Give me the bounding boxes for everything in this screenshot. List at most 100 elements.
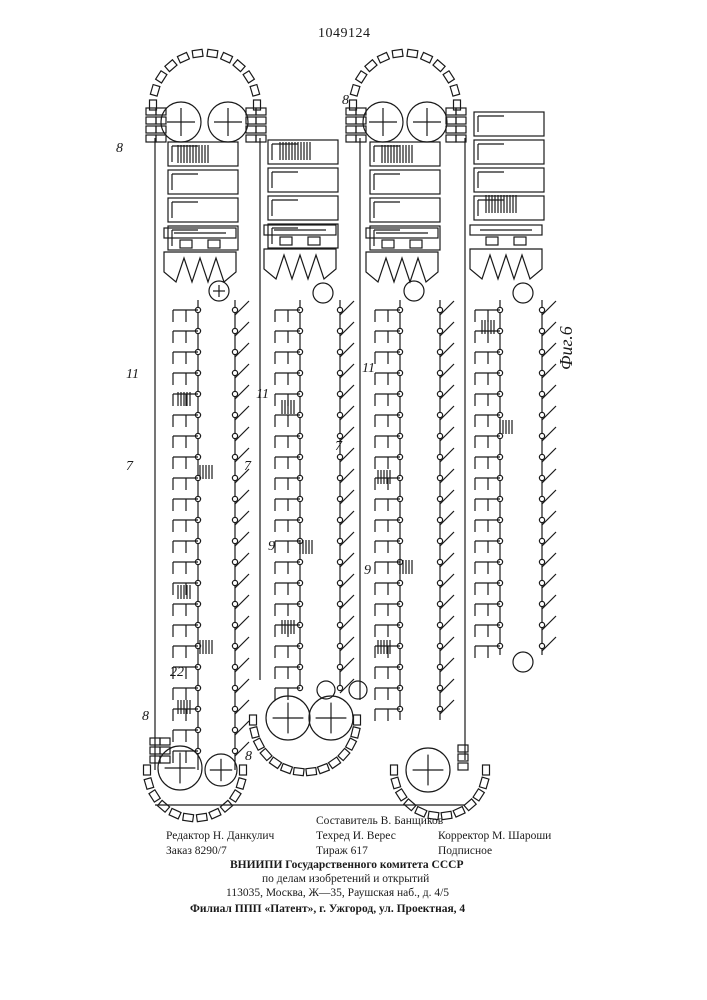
chain-link xyxy=(446,135,456,142)
chain-joint xyxy=(539,370,544,375)
chain-joint xyxy=(232,454,237,459)
chain-link xyxy=(160,738,170,745)
chain-joint xyxy=(232,475,237,480)
chain-joint xyxy=(337,601,342,606)
chain-joint xyxy=(539,496,544,501)
chain-joint xyxy=(437,307,442,312)
chain-link xyxy=(156,71,167,83)
chain-link xyxy=(254,738,265,750)
chain-link xyxy=(391,765,398,775)
chain-link xyxy=(356,117,366,124)
drive-mechanism xyxy=(410,240,422,248)
drive-mechanism xyxy=(514,237,526,245)
chain-link xyxy=(144,765,151,775)
idler-wheel xyxy=(404,281,424,301)
chain-joint xyxy=(232,349,237,354)
drive-mechanism xyxy=(280,237,292,245)
chain-link xyxy=(446,126,456,133)
chain-link xyxy=(473,789,484,801)
subscription-line: Подписное xyxy=(438,845,492,857)
chain-joint xyxy=(337,643,342,648)
chain-joint xyxy=(539,391,544,396)
chain-joint xyxy=(232,538,237,543)
chain-link xyxy=(177,52,189,63)
chain-joint xyxy=(539,517,544,522)
patent-number: 1049124 xyxy=(318,26,371,42)
ref-label-9: 9 xyxy=(268,539,275,554)
chain-link xyxy=(464,799,476,811)
chain-link xyxy=(479,777,489,789)
chain-joint xyxy=(437,433,442,438)
chain-link xyxy=(146,117,156,124)
chain-link xyxy=(196,813,207,821)
corrector-line: Корректор М. Шароши xyxy=(438,830,551,842)
chain-joint xyxy=(232,601,237,606)
chain-joint xyxy=(539,622,544,627)
chain-joint xyxy=(337,475,342,480)
ref-label-8: 8 xyxy=(245,749,252,764)
chain-joint xyxy=(539,454,544,459)
chain-link xyxy=(230,790,241,802)
chain-link xyxy=(453,807,465,818)
chain-joint xyxy=(232,433,237,438)
chain-joint xyxy=(337,496,342,501)
chain-link xyxy=(458,754,468,761)
chain-link xyxy=(246,108,256,115)
chain-link xyxy=(149,790,160,802)
chain-link xyxy=(256,135,266,142)
chain-joint xyxy=(232,328,237,333)
chain-link xyxy=(346,117,356,124)
chain-link xyxy=(240,765,247,775)
chain-joint xyxy=(437,496,442,501)
order-line: Заказ 8290/7 xyxy=(166,845,227,857)
chain-link xyxy=(281,764,293,774)
chain-joint xyxy=(232,706,237,711)
drive-mechanism xyxy=(164,252,236,282)
chain-joint xyxy=(232,622,237,627)
chain-link xyxy=(144,778,154,790)
chain-link xyxy=(354,715,361,725)
chain-link xyxy=(169,808,181,819)
chain-joint xyxy=(437,685,442,690)
chain-joint xyxy=(437,454,442,459)
techred-line: Техред И. Верес xyxy=(316,830,396,842)
chain-link xyxy=(483,765,490,775)
chain-link xyxy=(350,85,360,97)
circulation-line: Тираж 617 xyxy=(316,845,368,857)
chain-joint xyxy=(539,601,544,606)
idler-wheel xyxy=(513,652,533,672)
chain-link xyxy=(165,60,177,72)
chain-link xyxy=(156,126,166,133)
chain-joint xyxy=(539,643,544,648)
chain-link xyxy=(458,745,468,752)
drive-mechanism xyxy=(382,240,394,248)
idler-wheel xyxy=(513,283,533,303)
ref-label-7: 7 xyxy=(126,459,134,474)
chain-joint xyxy=(437,559,442,564)
ref-label-11: 11 xyxy=(126,367,139,382)
chain-joint xyxy=(337,559,342,564)
chain-link xyxy=(351,727,360,738)
ref-label-22: 22 xyxy=(170,665,184,680)
ref-label-11: 11 xyxy=(256,387,269,402)
chain-joint xyxy=(437,349,442,354)
chain-joint xyxy=(232,664,237,669)
chain-joint xyxy=(539,475,544,480)
chain-joint xyxy=(337,664,342,669)
chain-joint xyxy=(337,391,342,396)
chain-link xyxy=(346,738,357,750)
chain-link xyxy=(243,71,254,83)
compiler-line: Составитель В. Банщиков xyxy=(316,815,443,827)
chain-joint xyxy=(232,748,237,753)
chain-link xyxy=(236,778,246,790)
chain-link xyxy=(446,108,456,115)
chain-link xyxy=(443,71,454,83)
chain-link xyxy=(150,85,160,97)
chain-joint xyxy=(232,727,237,732)
chain-joint xyxy=(539,349,544,354)
chain-joint xyxy=(437,580,442,585)
ref-label-8: 8 xyxy=(142,709,149,724)
chain-joint xyxy=(337,349,342,354)
chain-joint xyxy=(337,454,342,459)
chain-link xyxy=(160,747,170,754)
